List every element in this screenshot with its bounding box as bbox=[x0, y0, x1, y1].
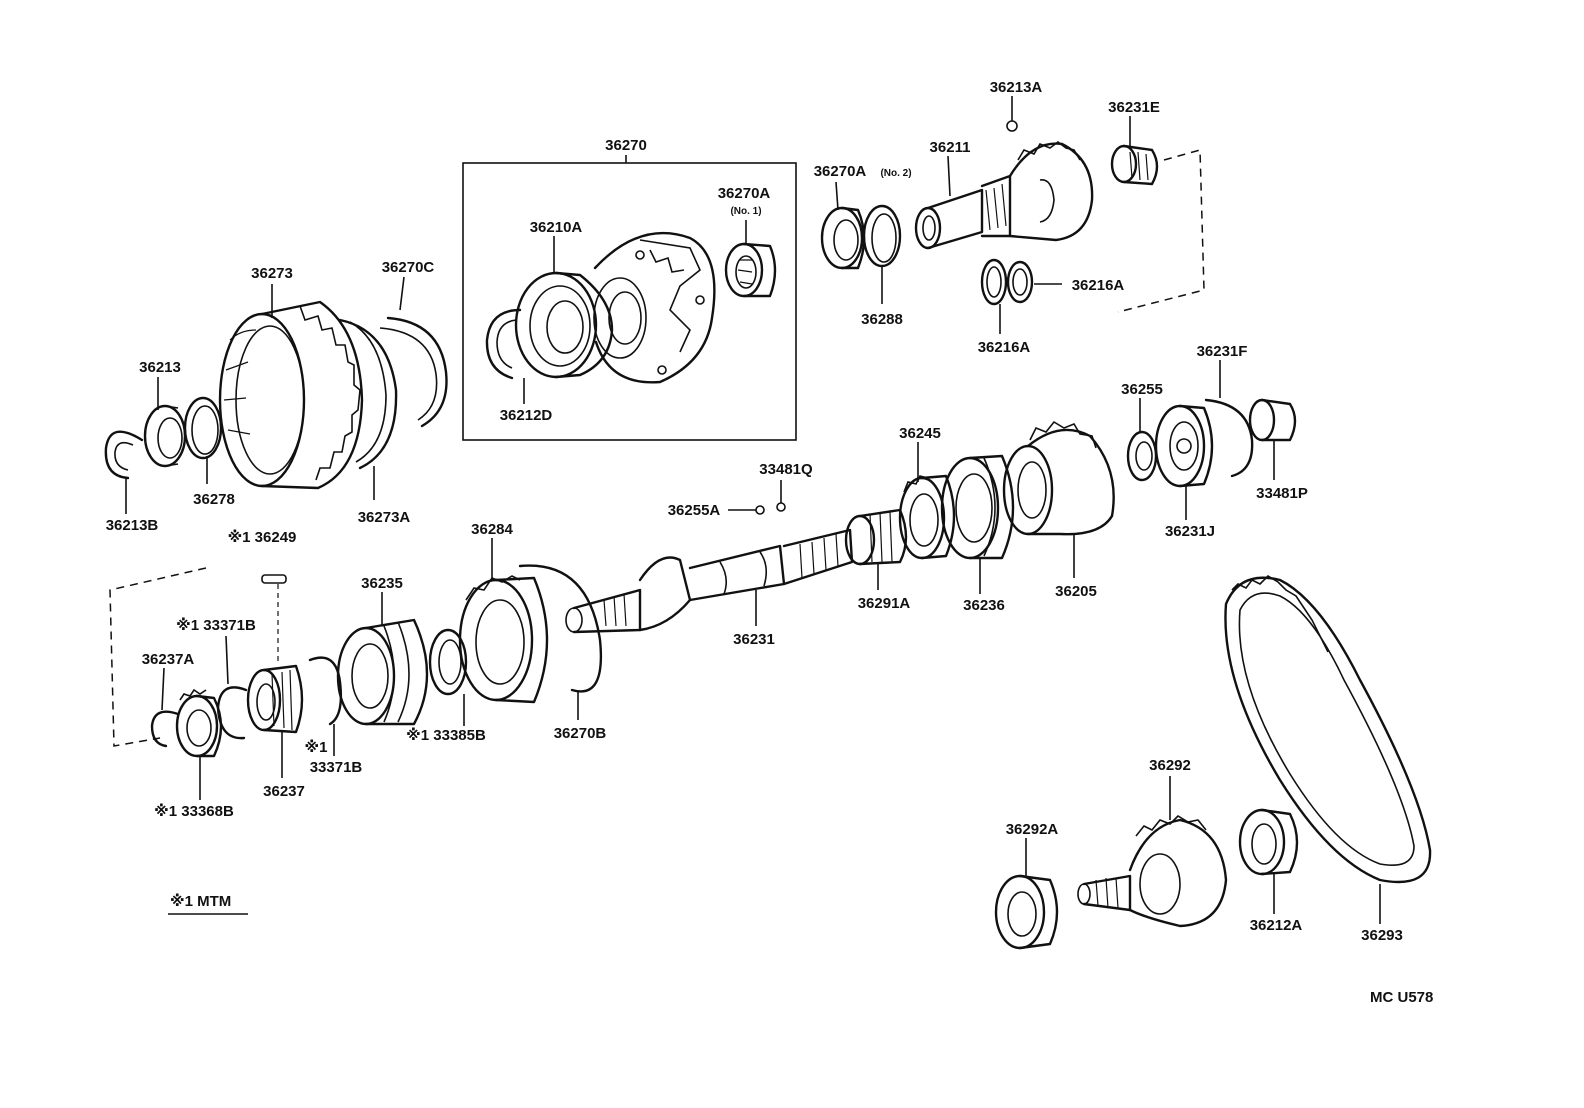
callout-labels: 36270 36213A 36231E 36211 36270A (No. 2)… bbox=[106, 79, 1403, 944]
legend: ※1 MTM bbox=[168, 892, 248, 915]
part-33481Q-ball bbox=[776, 480, 786, 512]
label-36216A-right: 36216A bbox=[1072, 277, 1125, 294]
part-36255-washer bbox=[1126, 430, 1158, 482]
part-36291A-bearing bbox=[844, 508, 908, 566]
label-36249: ※1 36249 bbox=[228, 528, 297, 546]
label-36237A: 36237A bbox=[142, 651, 195, 668]
label-36270B: 36270B bbox=[554, 725, 607, 742]
label-33385B: ※1 33385B bbox=[406, 726, 486, 744]
label-36236: 36236 bbox=[963, 597, 1005, 614]
part-33371B-ring-top bbox=[216, 686, 248, 740]
label-33371B-bottom-2: 33371B bbox=[310, 759, 363, 776]
label-36255A: 36255A bbox=[668, 502, 721, 519]
part-36255A-ball bbox=[728, 505, 765, 515]
label-36210A: 36210A bbox=[530, 219, 583, 236]
part-33481P-bushing bbox=[1248, 398, 1297, 442]
part-36231F-snap-ring bbox=[1204, 398, 1254, 478]
label-36212D: 36212D bbox=[500, 407, 553, 424]
dashed-bracket-right bbox=[1117, 149, 1205, 313]
part-36213A-ball bbox=[1006, 96, 1018, 132]
part-36210A-bearing bbox=[514, 271, 614, 379]
part-36212A-bearing bbox=[1238, 808, 1299, 876]
label-36213: 36213 bbox=[139, 359, 181, 376]
part-36231J-bearing bbox=[1154, 404, 1214, 488]
part-36216A-rings bbox=[980, 258, 1062, 306]
label-36245: 36245 bbox=[899, 425, 941, 442]
legend-text: ※1 MTM bbox=[170, 892, 231, 910]
part-36237A-snap-ring bbox=[150, 710, 180, 748]
part-36292A-bearing bbox=[994, 874, 1059, 950]
label-36270C: 36270C bbox=[382, 259, 435, 276]
label-33368B: ※1 33368B bbox=[154, 802, 234, 820]
part-36273-ring-gear bbox=[218, 300, 364, 490]
label-36270A-no1: 36270A bbox=[718, 185, 771, 202]
label-36292: 36292 bbox=[1149, 757, 1191, 774]
label-36213B: 36213B bbox=[106, 517, 159, 534]
part-36231-main-shaft bbox=[565, 528, 854, 634]
label-33481Q: 33481Q bbox=[759, 461, 813, 478]
leader-lines bbox=[125, 116, 1381, 924]
label-36291A: 36291A bbox=[858, 595, 911, 612]
figure-code: MC U578 bbox=[1370, 989, 1433, 1006]
part-36273A-snap-ring bbox=[338, 318, 398, 470]
label-36231: 36231 bbox=[733, 631, 775, 648]
part-36245-gear bbox=[898, 474, 956, 560]
label-36273A: 36273A bbox=[358, 509, 411, 526]
group-36270-box bbox=[462, 155, 797, 441]
label-36270A-no1-sub: (No. 1) bbox=[730, 206, 761, 217]
dashed-bracket-left bbox=[109, 567, 207, 747]
part-36213B-snap-ring bbox=[104, 430, 144, 480]
label-36273: 36273 bbox=[251, 265, 293, 282]
label-36288: 36288 bbox=[861, 311, 903, 328]
part-36284-gear bbox=[458, 575, 549, 704]
label-36284: 36284 bbox=[471, 521, 513, 538]
label-36255: 36255 bbox=[1121, 381, 1163, 398]
part-36205-gear bbox=[1002, 420, 1115, 536]
label-36205: 36205 bbox=[1055, 583, 1097, 600]
part-36237-bearing bbox=[246, 664, 304, 734]
label-36211: 36211 bbox=[930, 139, 971, 156]
label-33371B-bottom-1: ※1 bbox=[305, 738, 328, 756]
label-36231F: 36231F bbox=[1197, 343, 1248, 360]
label-36212A: 36212A bbox=[1250, 917, 1303, 934]
part-36236-sleeve bbox=[940, 454, 1015, 560]
part-36288-ring bbox=[862, 204, 902, 268]
part-36211-shaft bbox=[914, 141, 1094, 250]
part-36249-key bbox=[261, 574, 287, 662]
part-36270A-no2-bearing bbox=[820, 206, 866, 270]
label-36231E: 36231E bbox=[1108, 99, 1160, 116]
label-36216A-bottom: 36216A bbox=[978, 339, 1031, 356]
part-36292-sprocket bbox=[1077, 814, 1228, 928]
label-36237: 36237 bbox=[263, 783, 305, 800]
label-36270: 36270 bbox=[605, 137, 647, 154]
label-36292A: 36292A bbox=[1006, 821, 1059, 838]
part-36270B-snap-ring bbox=[518, 564, 603, 693]
label-33371B-top: ※1 33371B bbox=[176, 616, 256, 634]
label-36213A: 36213A bbox=[990, 79, 1043, 96]
part-planet-carrier bbox=[593, 231, 716, 384]
label-36231J: 36231J bbox=[1165, 523, 1215, 540]
part-36213-bearing bbox=[143, 404, 187, 468]
part-36212D-snap-ring bbox=[485, 308, 522, 380]
part-36235-sleeve bbox=[336, 618, 429, 726]
label-36270A-no2: 36270A bbox=[814, 163, 867, 180]
part-36270A-no1-bearing bbox=[724, 242, 777, 298]
label-36278: 36278 bbox=[193, 491, 235, 508]
part-33385B-washer bbox=[428, 628, 468, 696]
part-36278-ring bbox=[183, 396, 223, 460]
part-33368B-gear bbox=[175, 688, 223, 758]
part-36293-chain bbox=[1224, 574, 1432, 884]
label-36293: 36293 bbox=[1361, 927, 1403, 944]
part-36231E-bearing bbox=[1110, 144, 1159, 186]
part-33371B-ring-bottom bbox=[308, 656, 343, 726]
part-36270C-snap-ring bbox=[379, 316, 448, 428]
label-36235: 36235 bbox=[361, 575, 403, 592]
label-36270A-no2-sub: (No. 2) bbox=[880, 168, 911, 179]
label-33481P: 33481P bbox=[1256, 485, 1308, 502]
